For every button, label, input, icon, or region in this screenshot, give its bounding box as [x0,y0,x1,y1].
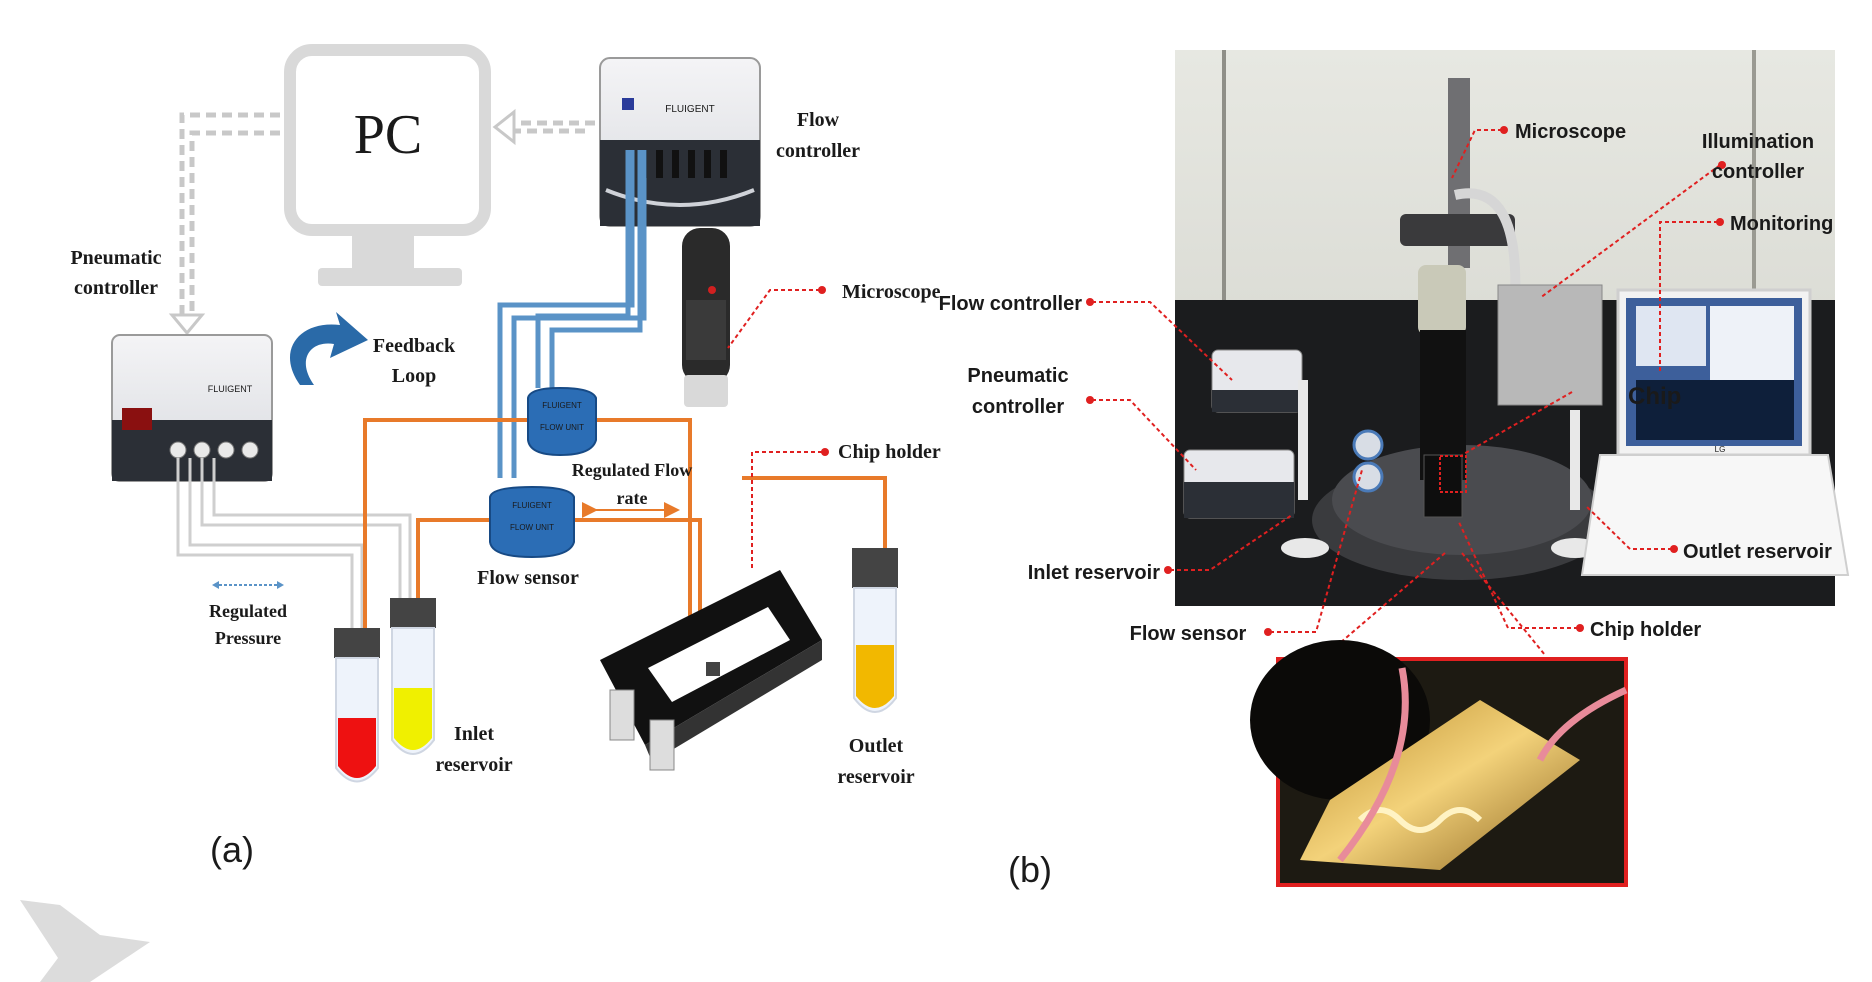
svg-text:Pressure: Pressure [215,628,281,648]
regulated-pressure-label: Regulated [209,601,287,621]
svg-text:controller: controller [1712,161,1804,183]
chip-holder-device [600,570,822,771]
pc-label: PC [354,104,423,166]
svg-text:controller: controller [74,277,158,299]
flow-sensor-top: FLUIGENT FLOW UNIT [527,386,597,457]
svg-text:FLUIGENT: FLUIGENT [512,501,552,510]
flow-controller-device: FLUIGENT [599,57,761,227]
laptop-brand: LG [1715,445,1726,454]
panel-b: LG [939,50,1850,890]
flow-sensor-bottom: FLUIGENT FLOW UNIT [489,485,575,559]
svg-text:reservoir: reservoir [435,754,512,776]
panel-b-label: (b) [1008,849,1052,890]
svg-text:reservoir: reservoir [837,766,914,788]
chip-focus-box [1439,455,1467,493]
flow-sensor-label-a: Flow sensor [477,567,579,589]
regulated-flow-rate-label: Regulated Flow [572,460,693,480]
flow-controller-label-b: Flow controller [939,293,1083,315]
pneumatic-arrowhead [168,313,206,336]
microscope-leader-a [727,289,820,349]
pc-monitor: PC [284,44,491,286]
annotation-leaders [1092,129,1721,656]
monitoring-label: Monitoring [1730,213,1833,235]
flow-sensor-label-b: Flow sensor [1130,623,1247,645]
illumination-label: Illumination [1702,131,1814,153]
svg-text:controller: controller [776,140,860,162]
inlet-reservoir-label-b: Inlet reservoir [1028,562,1161,584]
pneumatic-controller-label-a: Pneumatic [70,247,161,269]
svg-text:FLOW UNIT: FLOW UNIT [540,423,584,432]
fluigent-brand-pc: FLUIGENT [208,384,253,394]
chip-holder-leader [751,451,822,568]
pc-arrowhead [492,108,516,146]
chip-holder-label-b: Chip holder [1590,619,1701,641]
flow-controller-label-a: Flow [797,109,840,131]
panel-a-label: (a) [210,829,254,870]
outlet-tube [852,548,898,713]
feedback-loop-label: Feedback [373,335,456,357]
outlet-reservoir-label-b: Outlet reservoir [1683,541,1832,563]
corner-arrow-shape [20,900,150,982]
blue-tubing [497,150,647,478]
chip-holder-dot [821,448,829,456]
svg-text:controller: controller [972,396,1064,418]
annotation-dots [1086,126,1726,636]
feedback-loop-arrow [289,312,368,385]
data-links [179,112,595,315]
svg-text:FLUIGENT: FLUIGENT [542,401,582,410]
inlet-tube-yellow [390,598,436,755]
chip-label: Chip [1628,383,1681,410]
usb-microscope [682,228,730,407]
chip-zoom-inset [1250,640,1628,887]
panel-a: PC FLUIGENT [70,44,941,870]
pneumatic-controller-label-b: Pneumatic [967,365,1068,387]
outlet-reservoir-label-a: Outlet [849,735,904,757]
chip-holder-label-a: Chip holder [838,441,941,463]
fluigent-brand-fc: FLUIGENT [665,104,714,115]
lab-photo: LG [1175,50,1850,606]
microscope-label-a: Microscope [842,281,941,303]
inlet-reservoir-label-a: Inlet [454,723,494,745]
pneumatic-controller-device: FLUIGENT [111,334,273,482]
svg-text:rate: rate [617,488,648,508]
svg-text:Loop: Loop [392,365,436,387]
regulated-pressure-arrow [212,581,284,589]
microscope-label-b: Microscope [1515,121,1626,143]
inlet-tube-red [334,628,380,783]
pressure-lines [176,458,412,650]
svg-text:FLOW UNIT: FLOW UNIT [510,523,554,532]
